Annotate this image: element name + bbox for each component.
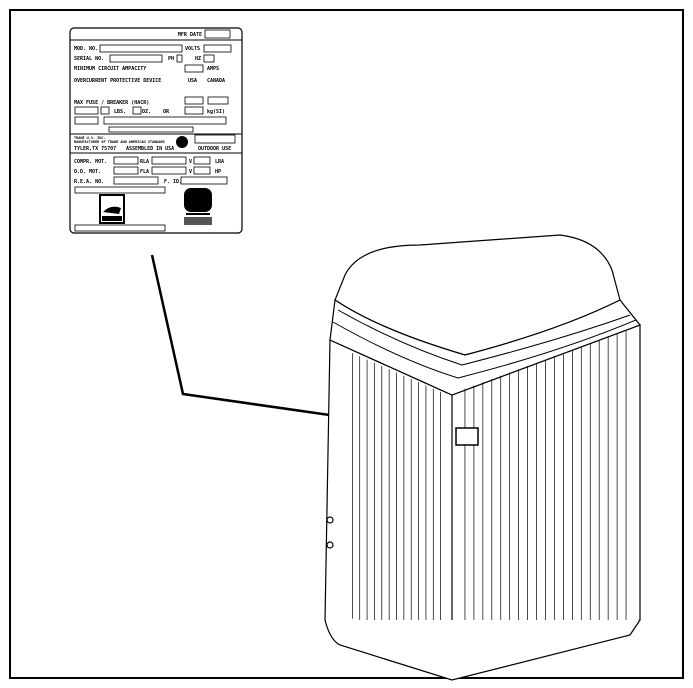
ahri-certified-logo — [184, 188, 212, 212]
rla-text: RLA — [140, 159, 149, 165]
overcurrent-device-text: OVERCURRENT PROTECTIVE DEVICE — [74, 78, 161, 84]
maker-line1-text: TRANE U.S. INC. — [74, 136, 106, 140]
nameplate-label: MFR DATE MOD. NO. VOLTS SERIAL NO. PH HZ… — [69, 27, 243, 234]
unit-nameplate-location — [455, 427, 479, 446]
mfr-date-text: MFR DATE — [178, 32, 202, 38]
usa-text: USA — [188, 78, 197, 84]
lra-text: LRA — [215, 159, 224, 165]
rea-no-text: R.E.A. NO. — [74, 179, 104, 185]
compr-mot-text: COMPR. MOT. — [74, 159, 107, 165]
assembled-text: ASSEMBLED IN USA — [126, 146, 174, 152]
outdoor-unit — [324, 234, 641, 681]
min-circuit-ampacity-text: MINIMUM CIRCUIT AMPACITY — [74, 66, 146, 72]
kg-text: kg(SI) — [207, 109, 225, 115]
v-text-2: V — [189, 169, 192, 175]
od-mot-text: O.D. MOT. — [74, 169, 101, 175]
max-fuse-text: MAX FUSE / BREAKER (HACR) — [74, 100, 149, 106]
hp-text: HP — [215, 169, 221, 175]
fla-text: FLA — [140, 169, 149, 175]
volts-text: VOLTS — [185, 46, 200, 52]
lbs-text: LBS. — [114, 109, 126, 115]
oz-text: OZ. — [142, 109, 151, 115]
amps-text: AMPS — [207, 66, 219, 72]
hz-text: HZ — [195, 56, 201, 62]
location-text: TYLER,TX 75707 — [74, 146, 116, 152]
or-text: OR — [163, 109, 170, 115]
serial-no-text: SERIAL NO. — [74, 56, 104, 62]
f-id-text: F. ID. — [164, 179, 182, 185]
canada-text: CANADA — [207, 78, 225, 84]
v-text-1: V — [189, 159, 192, 165]
certification-seal — [176, 136, 188, 148]
ph-text: PH — [168, 56, 174, 62]
outdoor-use-text: OUTDOOR USE — [198, 146, 231, 152]
maker-line2-text: MANUFACTURER OF TRANE AND AMERICAN STAND… — [74, 140, 165, 144]
mod-no-text: MOD. NO. — [74, 46, 98, 52]
